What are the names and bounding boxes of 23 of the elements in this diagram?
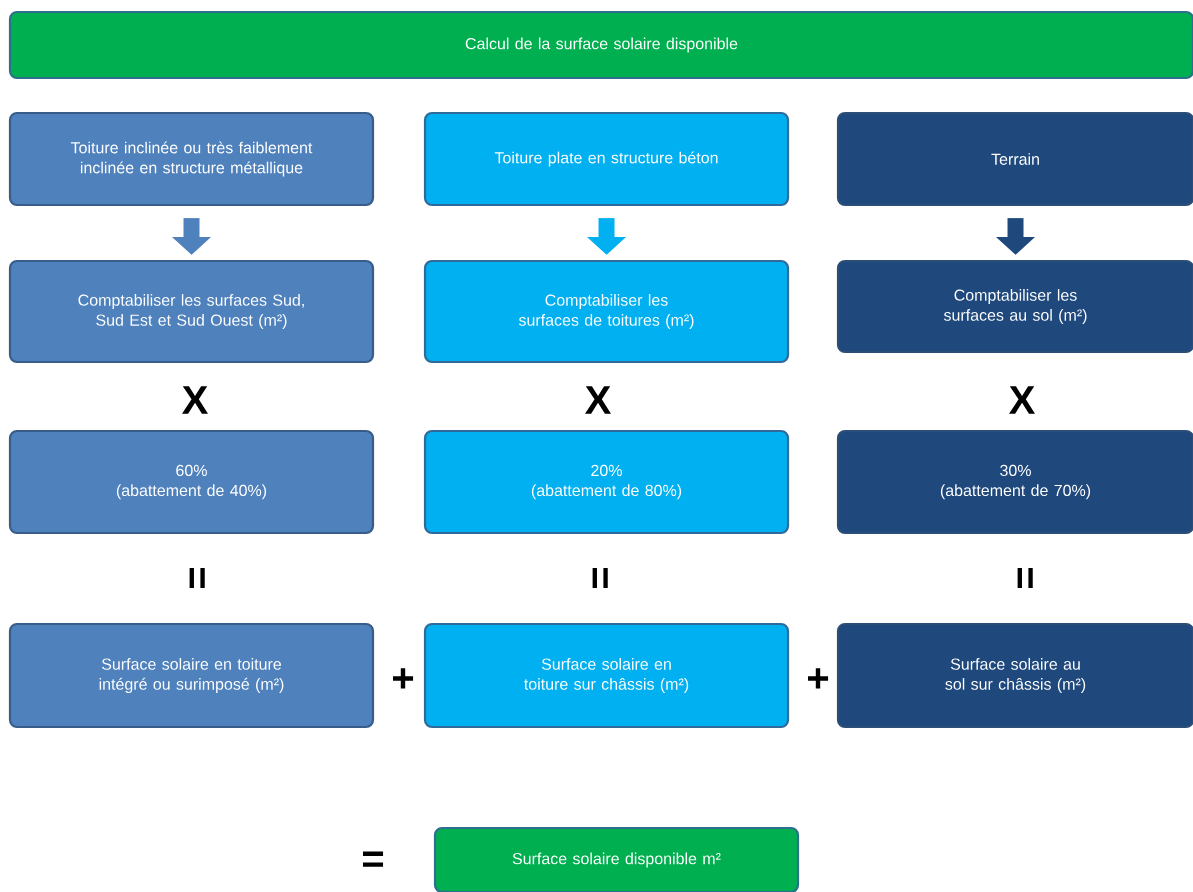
operator-sign: = bbox=[189, 567, 205, 589]
process-box: Comptabiliser les surfaces Sud, Sud Est et Sud Ouest (m²) bbox=[8, 259, 375, 364]
process-box: Surface solaire au sol sur châssis (m²) bbox=[836, 622, 1193, 729]
process-box: 20% (abattement de 80%) bbox=[423, 429, 790, 535]
process-box: Toiture inclinée ou très faiblement inclinée en structure métallique bbox=[8, 111, 375, 207]
process-box: Surface solaire en toiture intégré ou surimposé (m²) bbox=[8, 622, 375, 729]
operator-sign: + bbox=[393, 668, 414, 689]
result-box: Surface solaire disponible m² bbox=[433, 826, 800, 892]
operator-sign: = bbox=[592, 567, 608, 589]
process-box: 60% (abattement de 40%) bbox=[8, 429, 375, 535]
process-box: Surface solaire en toiture sur châssis (m²) bbox=[423, 622, 790, 729]
operator-sign: = bbox=[1017, 567, 1033, 589]
process-box: Comptabiliser les surfaces de toitures (m²) bbox=[423, 259, 790, 364]
process-box: 30% (abattement de 70%) bbox=[836, 429, 1193, 535]
title-bar: Calcul de la surface solaire disponible bbox=[8, 10, 1193, 80]
process-box: Terrain bbox=[836, 111, 1193, 207]
process-box: Toiture plate en structure béton bbox=[423, 111, 790, 207]
operator-sign: X bbox=[585, 386, 611, 414]
operator-sign: X bbox=[1009, 386, 1035, 414]
operator-sign: + bbox=[808, 668, 829, 689]
operator-sign: X bbox=[182, 386, 208, 414]
process-box: Comptabiliser les surfaces au sol (m²) bbox=[836, 259, 1193, 354]
operator-sign: = bbox=[363, 851, 384, 867]
